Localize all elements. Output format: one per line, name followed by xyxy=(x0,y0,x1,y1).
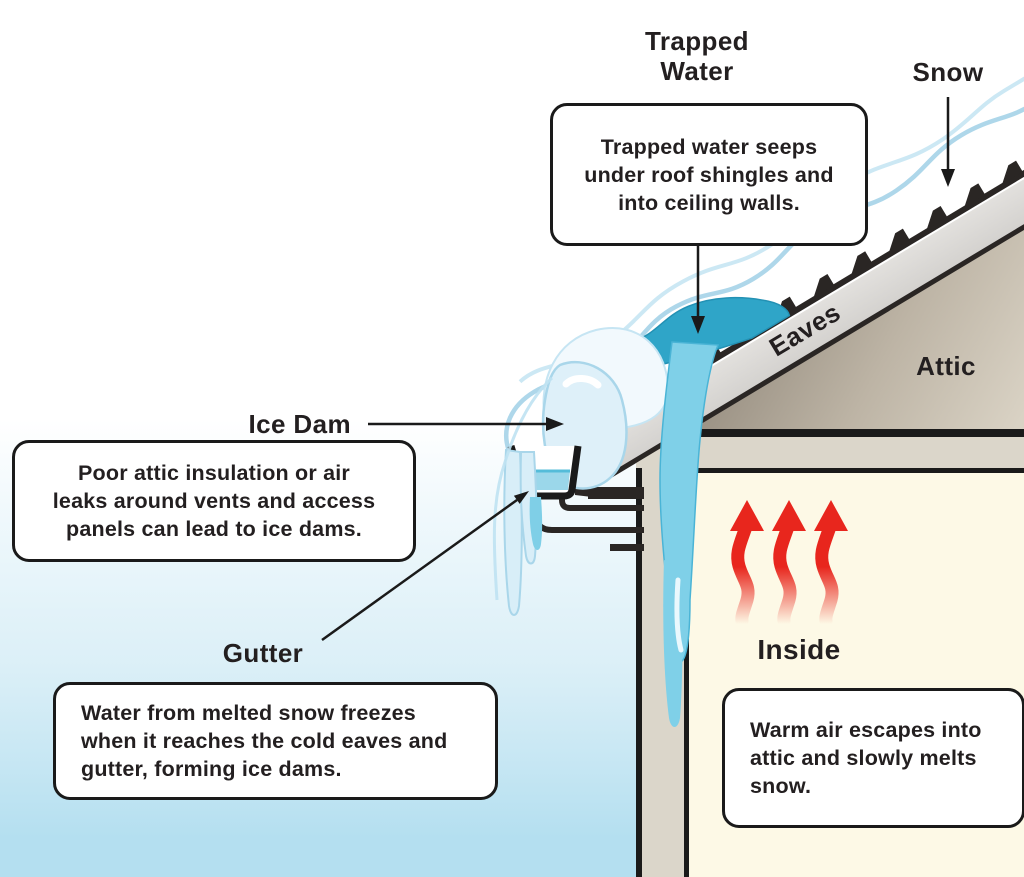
callout-line: under roof shingles and xyxy=(584,162,834,187)
snow-arrow xyxy=(941,97,955,187)
snow-label: Snow xyxy=(912,57,984,87)
trapped-water-callout: Trapped water seeps under roof shingles … xyxy=(550,103,868,246)
ice-dam-label: Ice Dam xyxy=(248,409,351,439)
ceiling xyxy=(636,429,1024,468)
callout-line: Water from melted snow freezes xyxy=(81,701,416,725)
gutter-label: Gutter xyxy=(222,638,304,668)
callout-line: panels can lead to ice dams. xyxy=(66,517,362,541)
annotation-arrows xyxy=(321,97,955,642)
trapped-water-label-line2: Water xyxy=(660,56,734,86)
melt-water-drips xyxy=(659,341,720,727)
callout-line: into ceiling walls. xyxy=(618,190,800,215)
inside-callout: Warm air escapes into attic and slowly m… xyxy=(722,688,1024,828)
callout-line: leaks around vents and access xyxy=(52,489,376,513)
ice-dam-pointer xyxy=(368,417,564,431)
attic-label: Attic xyxy=(916,351,976,381)
ice-halo-line xyxy=(492,376,554,601)
callout-line: attic and slowly melts xyxy=(750,746,977,770)
callout-line: Warm air escapes into xyxy=(750,718,982,742)
callout-line: Trapped water seeps xyxy=(600,134,818,159)
heat-arrows-icon xyxy=(730,500,848,628)
callout-line: Poor attic insulation or air xyxy=(78,461,350,485)
trapped-water-label: Trapped Water xyxy=(645,26,749,86)
icicles xyxy=(503,448,543,616)
inside-label: Inside xyxy=(757,634,841,665)
callout-line: snow. xyxy=(750,774,812,798)
callout-line: gutter, forming ice dams. xyxy=(81,757,342,781)
gutter-callout: Water from melted snow freezes when it r… xyxy=(53,682,498,800)
trapped-water-arrow xyxy=(691,246,705,334)
ice-dam-callout: Poor attic insulation or air leaks aroun… xyxy=(12,440,416,562)
callout-line: when it reaches the cold eaves and xyxy=(81,729,448,753)
trapped-water-label-line1: Trapped xyxy=(645,26,749,56)
gutter-pointer xyxy=(321,491,529,642)
